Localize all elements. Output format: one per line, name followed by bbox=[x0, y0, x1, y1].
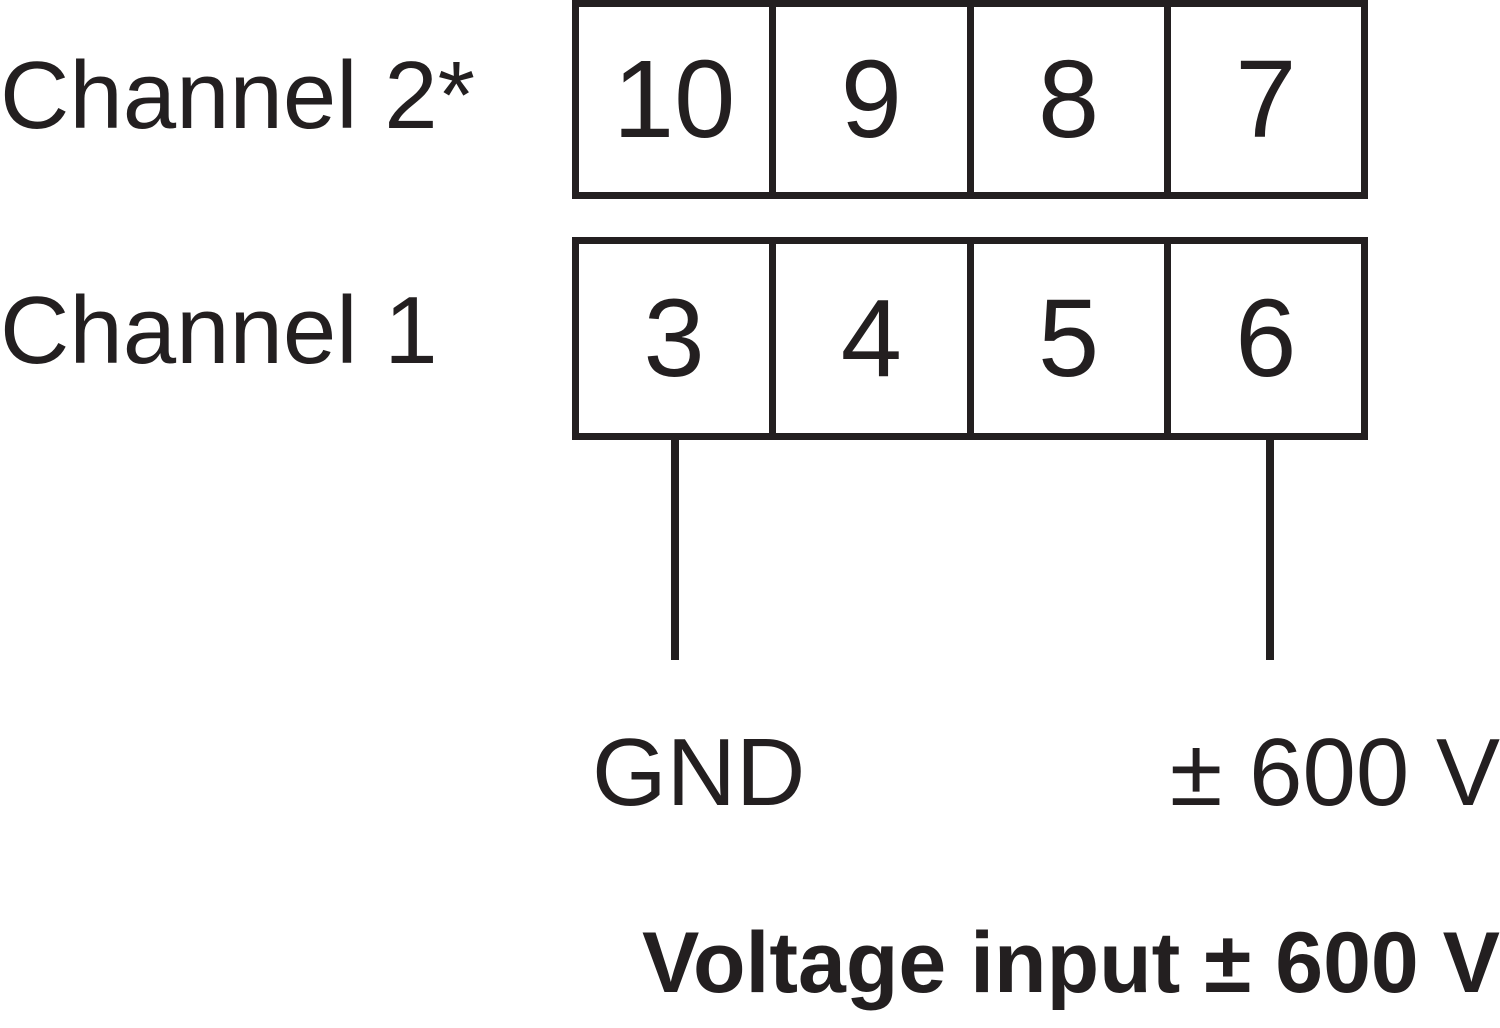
channel-2-label: Channel 2* bbox=[0, 42, 476, 149]
diagram-caption: Voltage input ± 600 V bbox=[642, 915, 1500, 1011]
voltage-wire bbox=[1266, 437, 1274, 660]
terminal-8: 8 bbox=[966, 7, 1164, 192]
gnd-wire bbox=[671, 437, 679, 660]
terminal-7: 7 bbox=[1163, 7, 1361, 192]
terminal-9: 9 bbox=[769, 7, 966, 192]
gnd-label: GND bbox=[592, 719, 806, 826]
terminal-10: 10 bbox=[612, 37, 736, 161]
terminal-5: 5 bbox=[966, 244, 1164, 433]
terminal-3: 3 bbox=[643, 276, 705, 400]
terminal-6: 6 bbox=[1163, 244, 1361, 433]
terminal-4: 4 bbox=[769, 244, 966, 433]
channel-1-label: Channel 1 bbox=[0, 277, 438, 384]
channel-1-terminal-block: 3 4 5 6 bbox=[572, 237, 1368, 440]
channel-2-terminal-block: 10 9 8 7 bbox=[572, 0, 1368, 199]
voltage-label: ± 600 V bbox=[1169, 719, 1500, 826]
